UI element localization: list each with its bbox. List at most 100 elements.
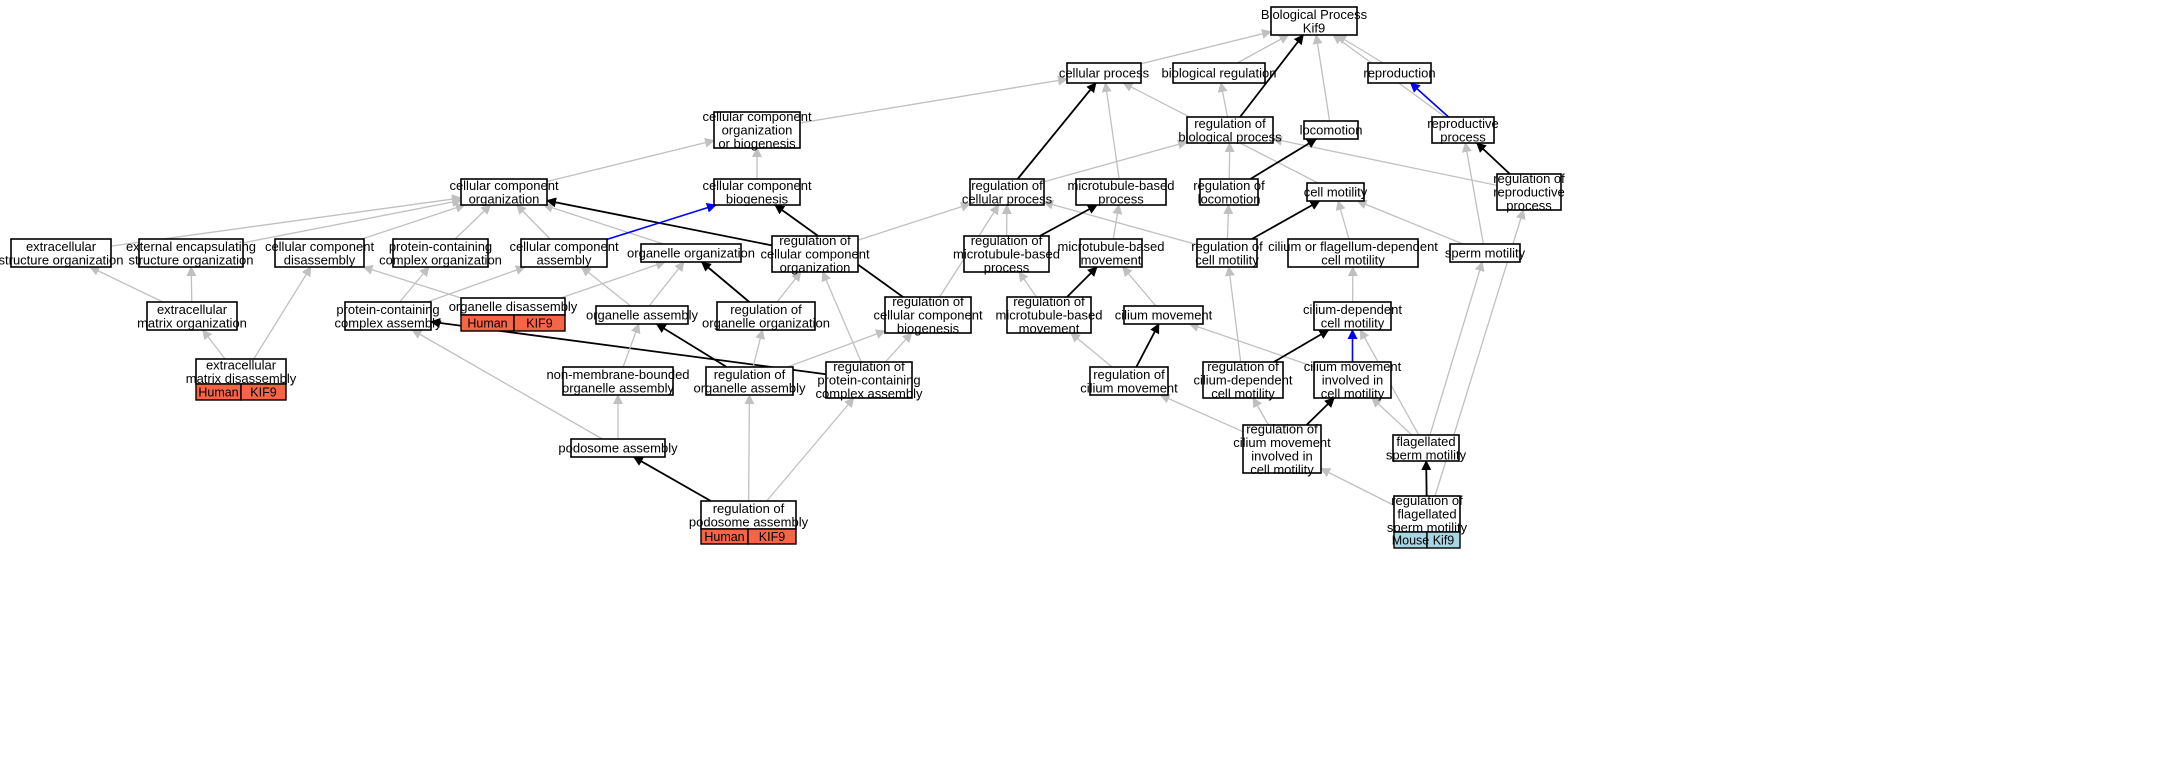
edge-rcmicm-to-rcmv bbox=[1159, 394, 1244, 433]
edge-rcp-to-rbp bbox=[1043, 139, 1188, 183]
edge-rcp-to-cp bbox=[1016, 82, 1097, 180]
term-box bbox=[1079, 238, 1143, 268]
gene-label: KIF9 bbox=[250, 385, 276, 399]
term-node-pa[interactable]: podosome assembly bbox=[558, 438, 678, 458]
edge-emo-to-eso bbox=[89, 266, 164, 303]
edge-mtbm-to-mtbp bbox=[1112, 204, 1123, 240]
term-box bbox=[1066, 62, 1142, 84]
term-label-line: sperm motility bbox=[1387, 520, 1468, 535]
edge-rpa-to-rpcca bbox=[766, 397, 855, 502]
term-box bbox=[195, 358, 287, 385]
term-node-cmot[interactable]: cell motility bbox=[1304, 182, 1368, 202]
term-label-line: locomotion bbox=[1198, 191, 1261, 206]
term-node-oo[interactable]: organelle organization bbox=[627, 243, 755, 263]
term-label-line: external encapsulating bbox=[126, 239, 256, 254]
edges-layer bbox=[89, 28, 1526, 506]
term-label-line: organelle assembly bbox=[693, 380, 806, 395]
term-node-oa[interactable]: organelle assembly bbox=[586, 305, 699, 325]
term-label-line: cilium or flagellum-dependent bbox=[1268, 239, 1438, 254]
term-label-line: cellular component bbox=[873, 308, 983, 323]
term-box bbox=[1196, 238, 1258, 268]
term-node-loco[interactable]: locomotion bbox=[1300, 120, 1363, 140]
term-box bbox=[392, 238, 489, 268]
term-node-repro[interactable]: reproduction bbox=[1363, 62, 1436, 84]
term-label-line: cell motility bbox=[1250, 462, 1314, 477]
edge-cm-to-mtbm bbox=[1122, 266, 1157, 307]
edge-oa-to-cca bbox=[580, 266, 632, 307]
term-label-line: organization bbox=[469, 191, 540, 206]
term-node-cp[interactable]: cellular process bbox=[1059, 62, 1150, 84]
species-label: Human bbox=[704, 530, 744, 544]
term-box bbox=[570, 438, 666, 458]
term-box bbox=[274, 238, 365, 268]
term-label-line: regulation of bbox=[1093, 367, 1165, 382]
term-node-sm[interactable]: sperm motility bbox=[1445, 243, 1526, 263]
term-label-line: organization bbox=[780, 260, 851, 275]
term-label-line: reproductive bbox=[1427, 116, 1499, 131]
term-node-br[interactable]: biological regulation bbox=[1162, 62, 1277, 84]
term-label-line: biogenesis bbox=[726, 191, 789, 206]
term-label-line: cell motility bbox=[1304, 185, 1368, 200]
term-box bbox=[716, 301, 816, 331]
term-label-line: process bbox=[1440, 129, 1486, 144]
edge-ccd-to-cco bbox=[361, 203, 466, 240]
term-label-line: cilium movement bbox=[1115, 308, 1213, 323]
term-label-line: protein-containing bbox=[817, 373, 920, 388]
term-label-line: regulation of bbox=[714, 367, 786, 382]
term-node-cm[interactable]: cilium movement bbox=[1115, 305, 1213, 325]
term-label-line: flagellated bbox=[1397, 507, 1456, 522]
term-box bbox=[1496, 173, 1562, 211]
term-label-line: microtubule-based bbox=[953, 247, 1060, 262]
term-box bbox=[825, 361, 913, 399]
edge-rloco-to-loco bbox=[1249, 138, 1318, 180]
term-box bbox=[1089, 366, 1169, 396]
edge-emo-to-eeso bbox=[186, 266, 197, 303]
term-label-line: regulation of bbox=[971, 233, 1043, 248]
edge-rcm-to-rloco bbox=[1223, 204, 1234, 240]
term-label-line: cellular component bbox=[702, 109, 812, 124]
term-box bbox=[1449, 243, 1521, 263]
term-box bbox=[884, 296, 972, 334]
edge-rcco-to-rcp bbox=[857, 201, 971, 241]
term-label-line: cell motility bbox=[1195, 252, 1259, 267]
